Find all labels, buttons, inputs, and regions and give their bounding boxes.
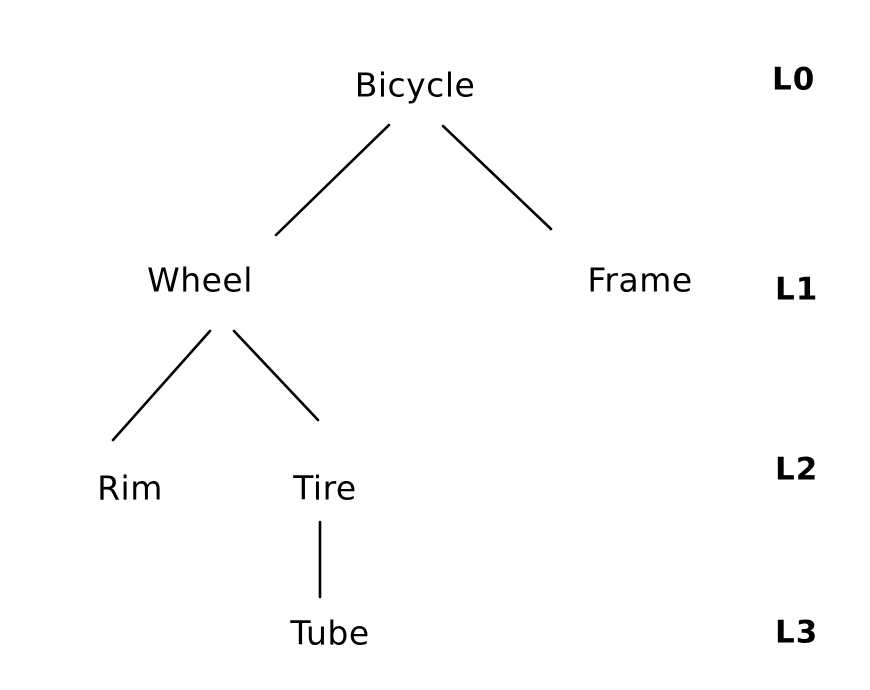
- level-label-l3: L3: [775, 614, 819, 651]
- node-frame[interactable]: Frame: [587, 260, 693, 300]
- node-bicycle[interactable]: Bicycle: [354, 65, 476, 105]
- node-tube[interactable]: Tube: [290, 613, 370, 653]
- node-tire[interactable]: Tire: [293, 468, 357, 508]
- level-label-l0: L0: [772, 61, 816, 98]
- level-label-l1: L1: [775, 271, 819, 308]
- edge-wheel-to-rim: [111, 329, 212, 442]
- node-rim[interactable]: Rim: [97, 468, 163, 508]
- edge-wheel-to-tire: [232, 329, 320, 422]
- node-wheel[interactable]: Wheel: [147, 260, 253, 300]
- edge-bicycle-to-frame: [441, 124, 553, 231]
- edge-bicycle-to-wheel: [274, 123, 391, 237]
- level-label-l2: L2: [775, 451, 819, 488]
